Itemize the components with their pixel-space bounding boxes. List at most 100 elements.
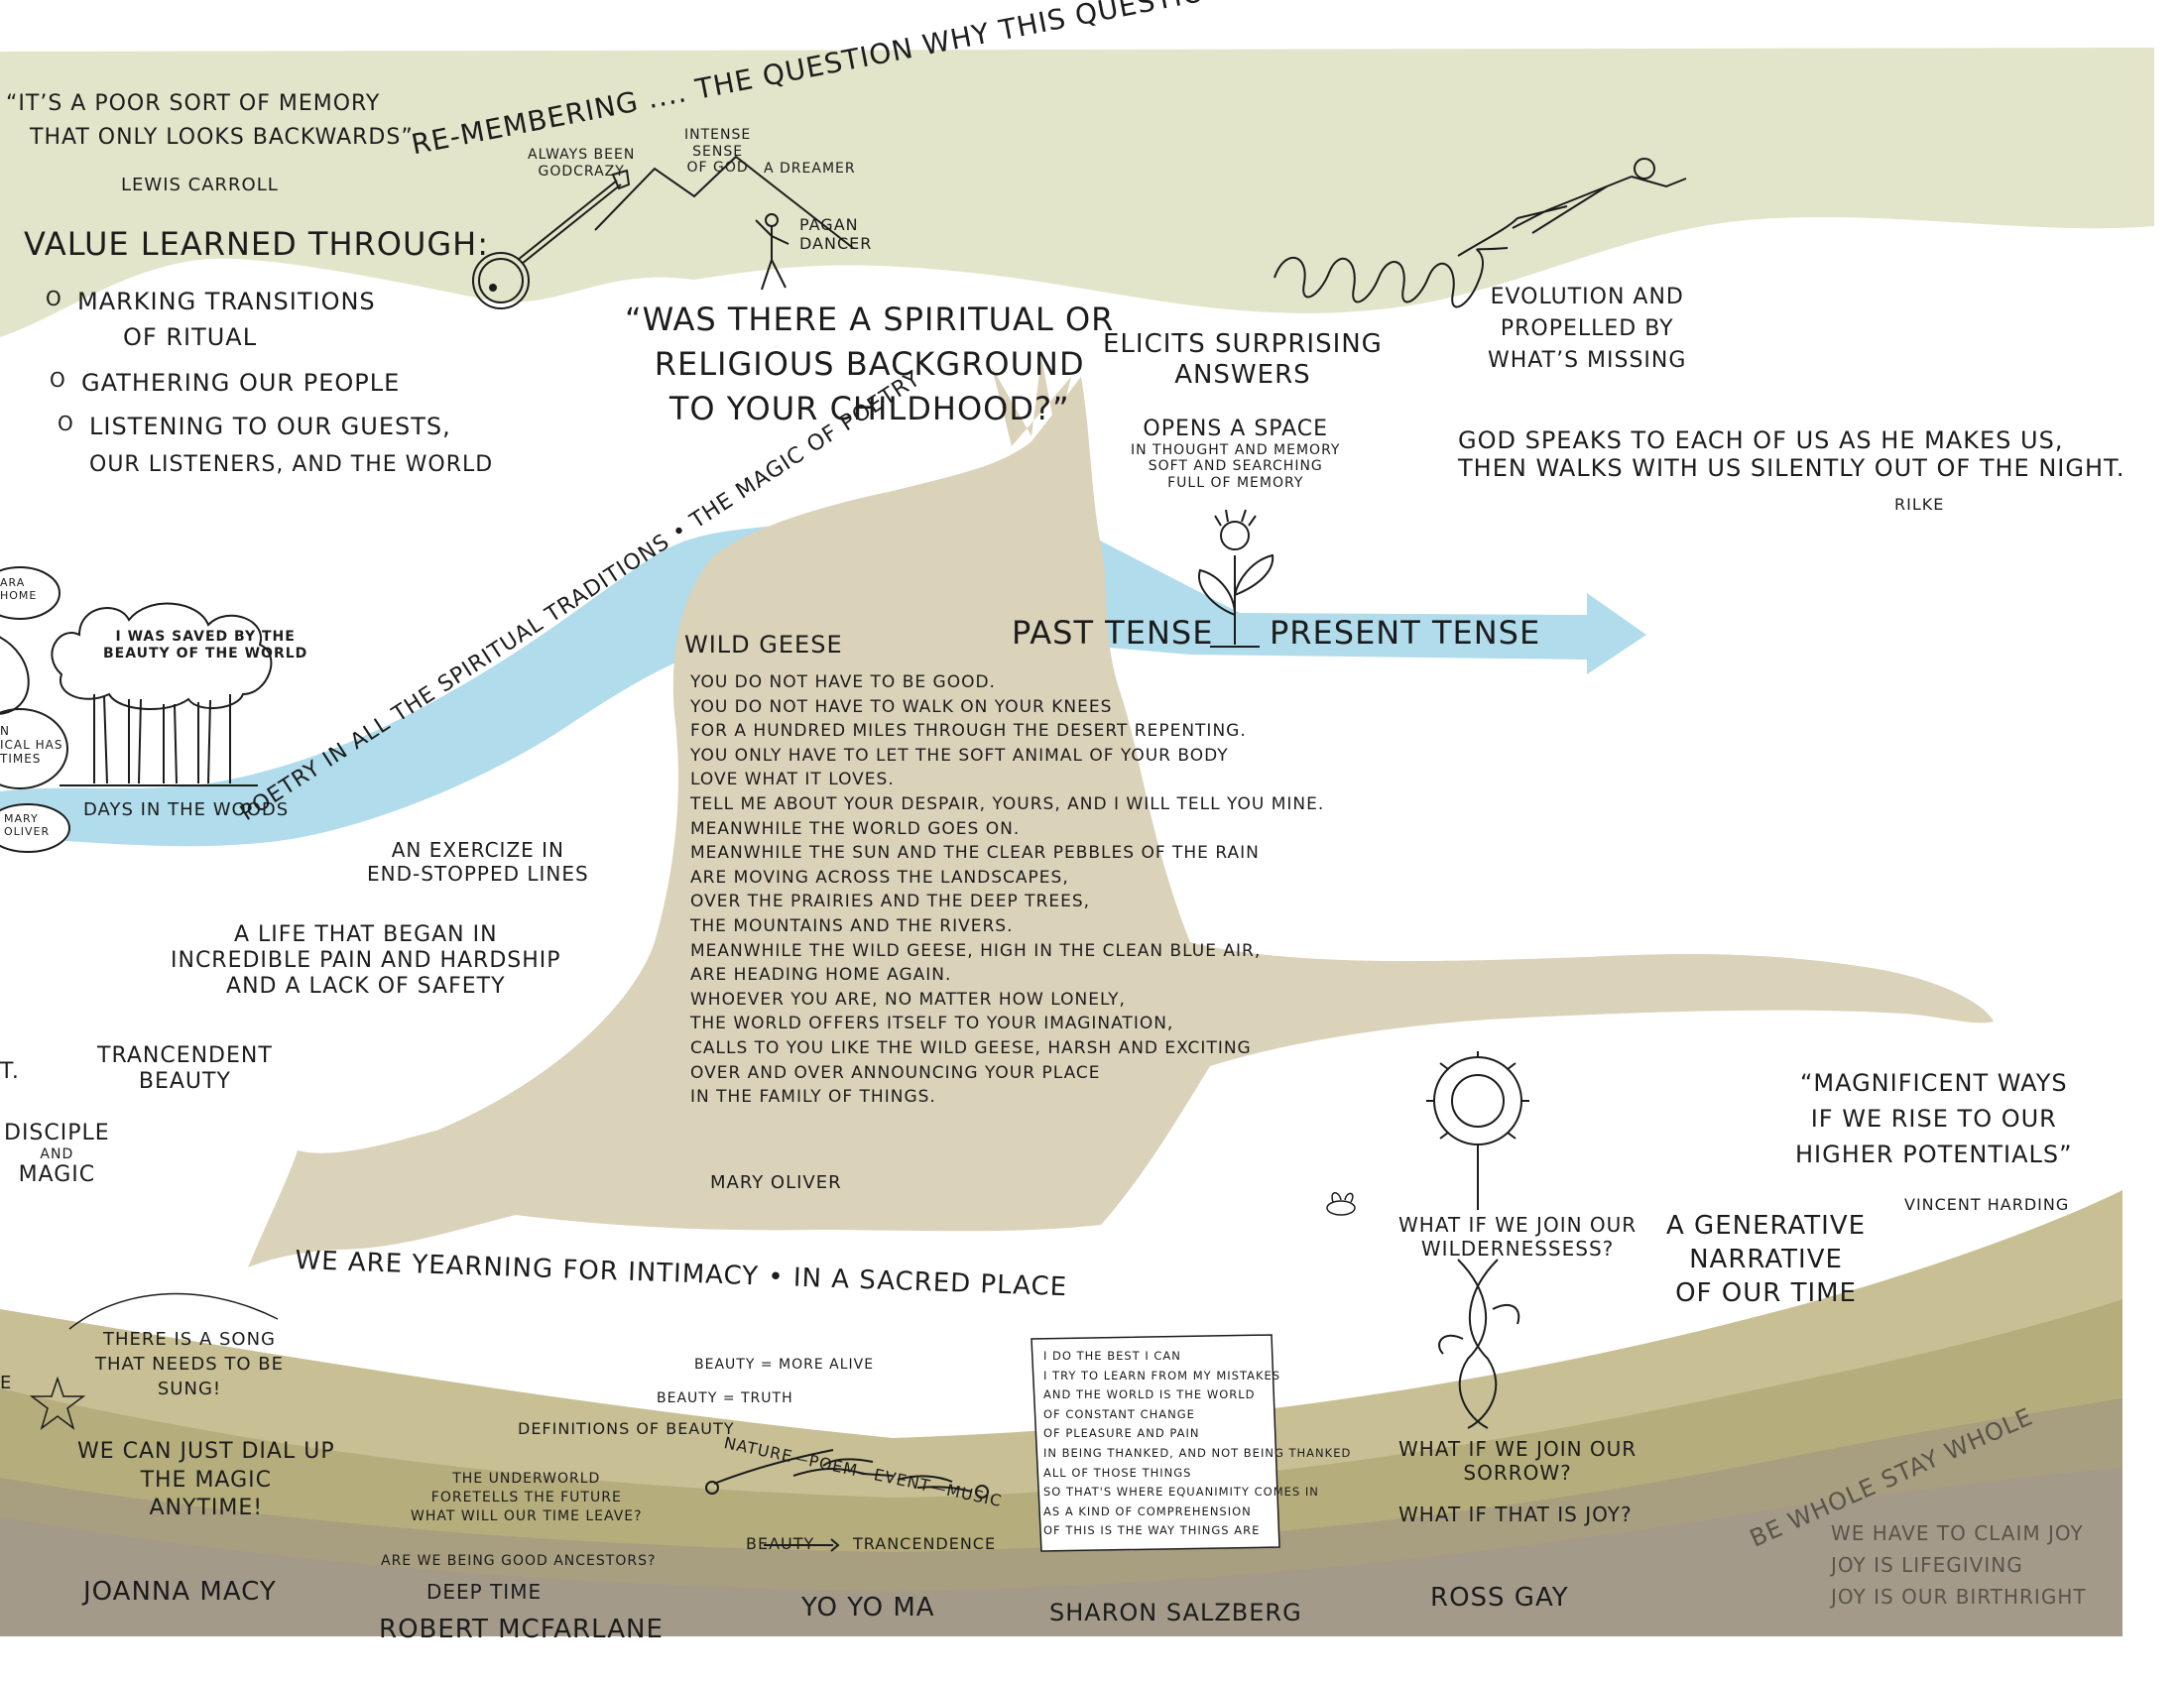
- wilderness-line-1: WHAT if WE JOIN OUR: [1398, 1213, 1638, 1237]
- value-learned-heading: VALUE LEARNED THROUGH:: [24, 225, 490, 263]
- bubble-mid-c: TIMES: [0, 752, 42, 767]
- bubble-mid-a: n: [0, 724, 10, 738]
- sorrow-line-1: WHAT if WE JOIN OUR: [1398, 1437, 1638, 1461]
- label-always-godcrazy: ALWAYS BEEN GODCRAZY: [528, 147, 635, 180]
- flying-figure-drawing: [1512, 158, 1687, 234]
- song-line-1: THERE is a SONG: [102, 1329, 276, 1350]
- left-bubbles: [0, 566, 70, 853]
- spiritual-q-line-3: to YOUR CHILDHOOD?”: [668, 389, 1070, 427]
- stars-drawing: [29, 1292, 279, 1430]
- value-item-ritual: of RITUAL: [123, 323, 258, 351]
- rilke-author: RILKE: [1894, 495, 1945, 514]
- exercise-line-2: END-STOPPED LINES: [367, 861, 589, 886]
- days-in-woods: DAYS in the WOODS: [83, 799, 290, 820]
- opens-line-1: OPENS a SPACE: [1143, 417, 1329, 441]
- dial-line-2: the MAGIC: [140, 1467, 272, 1493]
- salzberg-note-line: IN BEING THANKED, and NOT BEING THANKED: [1043, 1445, 1352, 1460]
- poem-line: OVER and OVER ANNOUNCING YOUR PLACE: [690, 1062, 1101, 1083]
- label-dreamer: A DREAMER: [764, 161, 856, 177]
- spiritual-q-line-2: RELIGIOUS BACKGROUND: [654, 344, 1085, 383]
- harding-line-2: if WE RISE to OUR: [1810, 1105, 2057, 1133]
- bee-drawing: [1326, 1192, 1356, 1216]
- joy-line-1: WE HAVE to CLAIM JOY: [1831, 1521, 2084, 1545]
- quote-author-carroll: LEWIS CARROLL: [121, 175, 279, 195]
- sorrow-question: WHAT if WE JOIN OUR SORROW?: [1398, 1437, 1638, 1485]
- bubble-mid-b: ICAL has: [0, 738, 63, 753]
- quote-lewis-carroll: “IT’S a POOR SORT of MEMORY THAT ONLY LO…: [6, 91, 414, 151]
- spring-coil-drawing: [1274, 217, 1518, 308]
- value-item-transitions: MARKING TRANSITIONS: [46, 288, 376, 315]
- poem-line: LOVE WHAT it LOVES.: [690, 770, 895, 790]
- poem-body: YOU DO NOT HAVE to be GOOD. YOU DO NOT H…: [690, 670, 1324, 1110]
- rilke-quote: GOD SPEAKS to EACH of US as HE MAKES US,…: [1458, 426, 2124, 483]
- mountain-drawing: [594, 155, 854, 249]
- trancendent-beauty: TRANCENDENT BEAUTY: [97, 1043, 273, 1095]
- poem-line: THE WORLD OFFERS ITSELF to YOUR IMAGINAT…: [690, 1014, 1174, 1034]
- wild-goose-silhouette: [248, 377, 1994, 1267]
- present-tense-label: PRESENT TENSE: [1270, 614, 1541, 652]
- bubble-bot-b: OLIVER: [4, 824, 51, 838]
- life-line-3: and a LACK of SAFETY: [226, 973, 506, 999]
- salzberg-note-line: OF THIS is the WAY THINGS ARE: [1043, 1523, 1261, 1538]
- disciple-line-1: DISCIPLE: [4, 1121, 110, 1145]
- song-line-3: SUNG!: [157, 1379, 222, 1400]
- poem-line: IN the FAMILY of THINGS.: [690, 1087, 936, 1108]
- pagan-dancer-drawing: [755, 213, 789, 291]
- generative-line-3: of OUR TIME: [1675, 1277, 1857, 1308]
- label-pagan-dancer: PAGAN DANCER: [799, 215, 872, 254]
- past-tense-label: PAST TENSE: [1012, 614, 1214, 652]
- tree-caption-1: I WAS SAVEd by the: [115, 629, 296, 645]
- value-item-gathering: GATHERING OUR PEOPLE: [50, 369, 400, 397]
- opens-line-2: in THOUGHT and MEMORY: [1131, 441, 1341, 458]
- poem-line: YOU DO NOT HAVE to WALK on YOUR KNEES: [690, 696, 1113, 717]
- harding-quote: “MAGNIFICENT WAYS if WE RISE to OUR HIGH…: [1795, 1065, 2073, 1172]
- trancendent-line-1: TRANCENDENT: [97, 1043, 273, 1068]
- tree-caption: I WAS SAVEd by the BEAUTY of the WORLD: [103, 629, 307, 662]
- opens-space: OPENS a SPACE in THOUGHT and MEMORY SOFT…: [1131, 417, 1340, 492]
- poem-line: MEANWHILE the SUN and the CLEAR PEBBLES …: [690, 843, 1260, 864]
- deep-time: DEEP TIME: [426, 1580, 543, 1604]
- song-note: THERE is a SONG THAT NEEDS to BE SUNG!: [95, 1327, 284, 1402]
- bubble-bot-a: MARY: [4, 812, 39, 825]
- salzberg-note-line: AS a KIND of COMPREHENSION: [1043, 1504, 1252, 1518]
- label-sense: SENSE: [692, 143, 744, 160]
- life-line-2: INCREDIBLE PAIN and HARDSHIP: [171, 947, 561, 973]
- value-item-listeners: OUR LISTENERS, and the WORLD: [89, 452, 494, 477]
- dial-line-1: WE CAN JUST DIAL UP: [77, 1439, 335, 1464]
- song-line-2: THAT NEEDS to BE: [95, 1354, 284, 1376]
- underworld-note: the UNDERWORLD FORETELLS the FUTURE WHAT…: [411, 1470, 643, 1526]
- good-ancestors: ARE WE BEING GOOD ANCESTORS?: [381, 1553, 657, 1569]
- salzberg-note-line: OF CONSTANT CHANGE: [1043, 1406, 1195, 1421]
- quote-line-1: “IT’S a POOR SORT of MEMORY: [6, 91, 381, 116]
- life-line-1: A LIFE that BEGAN in: [233, 922, 498, 947]
- salzberg-note-line: SO THAT'S WHERE EQUANIMITY COMES in: [1043, 1485, 1319, 1500]
- spiritual-q-line-1: “WAS THERE a SPIRITUAL or: [625, 301, 1115, 338]
- beauty-truth: BEAUTY = TRUTH: [657, 1390, 793, 1406]
- banjo-drawing: [472, 169, 631, 309]
- label-intense-sense: INTENSE SENSE OF GOD: [684, 127, 751, 177]
- poem-line: ARE MOVING ACROSS the LANDSCAPES,: [690, 867, 1069, 888]
- ground-layer-dark: [0, 1468, 2123, 1636]
- generative-narrative: A GENERATIVE NARRATIVE of OUR TIME: [1666, 1210, 1866, 1310]
- joy-note: WE HAVE to CLAIM JOY JOY is LIFEGIVING J…: [1831, 1517, 2087, 1613]
- salzberg-note-line: I DO the BEST I CAN: [1043, 1349, 1181, 1363]
- salzberg-note-line: AND the WORLD is the WORLD: [1043, 1387, 1256, 1402]
- poem-line: YOU DO NOT HAVE to be GOOD.: [690, 672, 996, 692]
- harding-line-3: HIGHER POTENTIALS”: [1795, 1141, 2073, 1168]
- sprout-flower-drawing: [1198, 509, 1274, 648]
- label-pagan: PAGAN: [799, 215, 859, 234]
- tree-caption-2: BEAUTY of the WORLD: [103, 645, 308, 662]
- label-godcrazy: GODCRAZY: [538, 163, 625, 180]
- name-ross-gay: ROSS GAY: [1430, 1583, 1569, 1613]
- sunflower-drawing: [1426, 1051, 1529, 1429]
- joy-line-3: JOY is OUR BIRTHRIGHT: [1831, 1585, 2087, 1609]
- name-robert-macfarlane: ROBERT McFARLANE: [379, 1615, 664, 1644]
- quote-line-2: THAT ONLY LOOKS BACKWARDS”: [30, 124, 414, 150]
- beauty-label: BEAUTY: [746, 1534, 815, 1553]
- harding-author: VINCENT HARDING: [1904, 1195, 2070, 1214]
- dial-magic-note: WE CAN JUST DIAL UP the MAGIC ANYTIME!: [77, 1438, 335, 1523]
- value-item-listening: LISTENING to OUR GUESTS,: [58, 413, 451, 440]
- joy-question: WHAT if THAT is JOY?: [1398, 1503, 1633, 1526]
- life-note: A LIFE that BEGAN in INCREDIBLE PAIN and…: [171, 922, 561, 1000]
- name-yo-yo-ma: YO YO MA: [801, 1593, 935, 1623]
